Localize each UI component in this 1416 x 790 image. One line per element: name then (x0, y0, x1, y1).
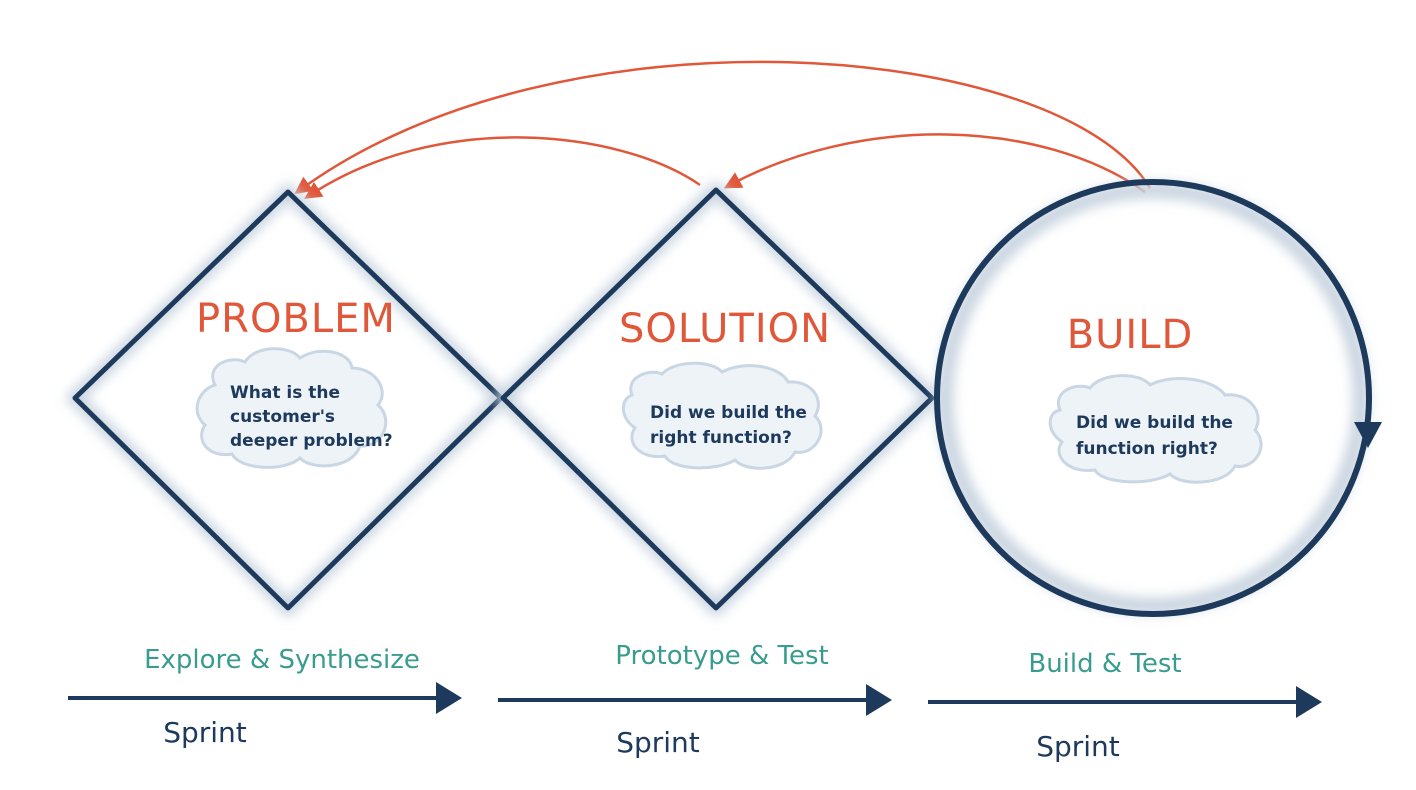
problem-question-line-2: customer's (230, 407, 335, 427)
build-circle-glow (937, 182, 1369, 614)
sprint-arrow-2 (498, 684, 892, 716)
problem-question-line-3: deeper problem? (230, 431, 393, 451)
feedback-arrow-build-to-solution (723, 133, 1146, 194)
solution-cloud (621, 361, 823, 470)
build-cloud (1048, 374, 1263, 484)
feedback-arrow-solution-to-problem (304, 136, 701, 199)
problem-cloud (195, 347, 388, 469)
feedback-arrow-build-to-problem (294, 60, 1152, 195)
sprint-arrow-1 (68, 682, 462, 714)
activity-label-explore-synthesize: Explore & Synthesize (144, 645, 420, 675)
build-title: BUILD (1067, 312, 1194, 358)
problem-title: PROBLEM (196, 296, 396, 342)
sprint-arrow-2-head (866, 684, 892, 716)
activity-label-build-test: Build & Test (1028, 649, 1181, 679)
solution-question-line-2: right function? (650, 428, 792, 448)
solution-diamond (500, 187, 935, 611)
sprint-label-1: Sprint (163, 716, 247, 749)
sprint-label-3: Sprint (1036, 730, 1120, 763)
problem-question-line-1: What is the (230, 383, 340, 403)
problem-diamond (72, 189, 504, 611)
build-question-line-2: function right? (1076, 439, 1218, 459)
solution-stage: SOLUTION Did we build the right function… (493, 180, 943, 618)
solution-title: SOLUTION (619, 306, 831, 352)
build-question-line-1: Did we build the (1076, 413, 1233, 433)
sprint-arrow-3-head (1296, 686, 1322, 718)
activity-label-prototype-test: Prototype & Test (615, 641, 828, 671)
sprint-label-2: Sprint (616, 726, 700, 759)
build-cycle-arrowhead (1354, 422, 1382, 448)
sprint-arrow-1-head (436, 682, 462, 714)
build-circle (934, 179, 1372, 617)
solution-question-line-1: Did we build the (650, 403, 807, 423)
build-stage: BUILD Did we build the function right? (934, 179, 1382, 617)
problem-stage: PROBLEM What is the customer's deeper pr… (64, 182, 512, 618)
sprint-arrow-3 (928, 686, 1322, 718)
